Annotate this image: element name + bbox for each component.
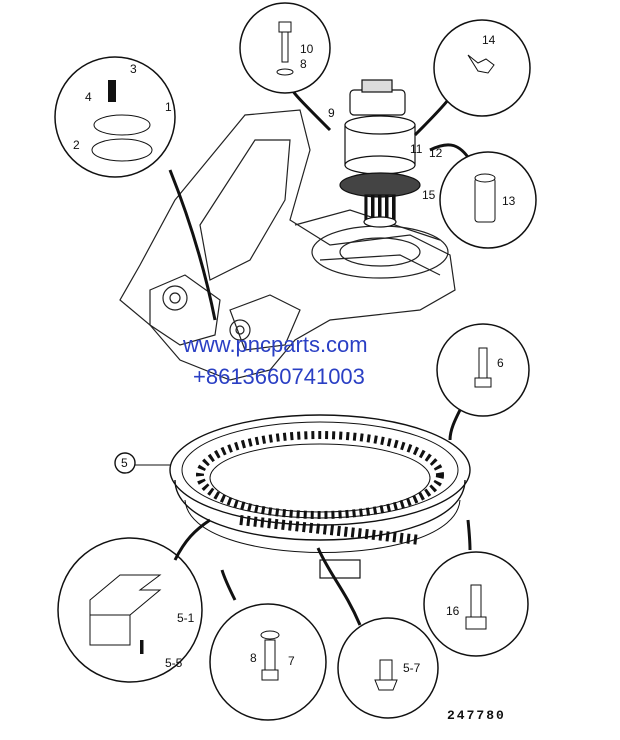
callout-14: 14 (482, 33, 496, 47)
callout-8-lower: 8 (250, 651, 257, 665)
callout-1: 1 (165, 100, 172, 114)
drawing-reference-number: 247780 (447, 708, 506, 723)
machine-frame (119, 109, 456, 381)
callout-12: 12 (429, 146, 443, 160)
frame-bosses (162, 285, 251, 341)
callout-5-circle (114, 452, 136, 474)
callout-5-1: 5-1 (177, 611, 195, 625)
detail-cover (54, 56, 217, 321)
callout-8-upper: 8 (300, 57, 307, 71)
detail-nipple-5-7 (316, 547, 439, 719)
callout-4: 4 (85, 90, 92, 104)
watermark-site: www.pncparts.com (182, 332, 368, 357)
callout-5-7: 5-7 (403, 661, 421, 675)
callout-5: 5 (121, 456, 128, 470)
swing-motor (339, 79, 421, 228)
callout-3: 3 (130, 62, 137, 76)
callout-13: 13 (502, 194, 516, 208)
callout-2: 2 (73, 138, 80, 152)
callout-16: 16 (446, 604, 460, 618)
motor-mount-seat (311, 225, 449, 279)
callout-15: 15 (422, 188, 436, 202)
callout-10: 10 (300, 42, 314, 56)
detail-pin-13 (439, 151, 537, 249)
callout-11: 11 (410, 142, 423, 156)
callout-5-5: 5-5 (165, 656, 183, 670)
detail-bolt-10 (239, 2, 331, 94)
detail-bolt-7 (209, 569, 327, 721)
watermark-phone: +8613660741003 (193, 364, 365, 389)
detail-bolt-16 (423, 519, 529, 657)
callout-9: 9 (328, 106, 335, 120)
detail-fitting-14 (433, 19, 531, 117)
detail-ring-section (57, 518, 211, 683)
detail-bolt-6 (436, 323, 530, 441)
callout-7: 7 (288, 654, 295, 668)
callout-6: 6 (497, 356, 504, 370)
